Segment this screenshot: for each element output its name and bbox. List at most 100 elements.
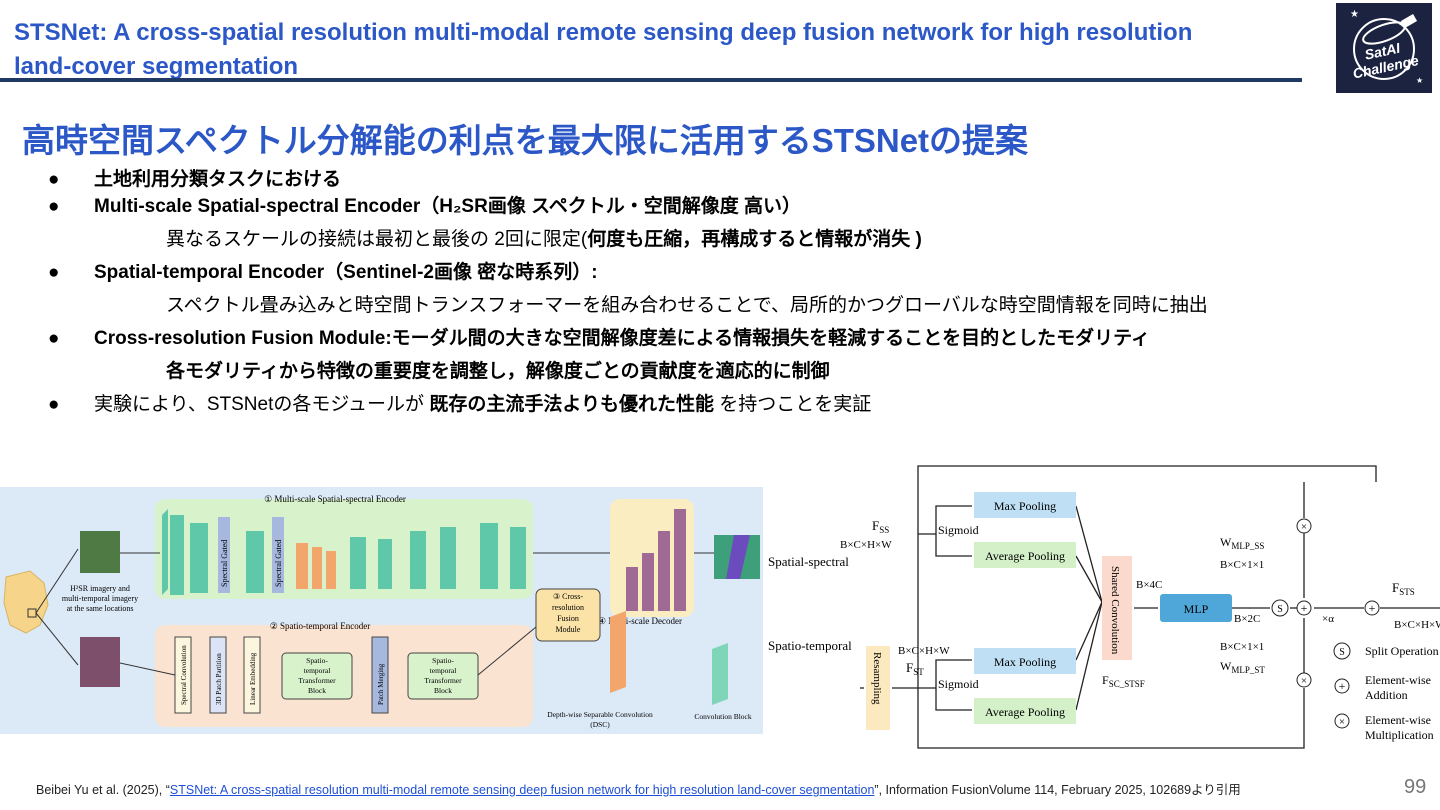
citation: Beibei Yu et al. (2025), “STSNet: A cros…	[36, 779, 1241, 798]
segmentation-output-class	[726, 535, 750, 579]
decoder-blocks	[626, 509, 686, 611]
bullet-dot: ●	[48, 262, 60, 283]
multitemporal-image	[80, 637, 120, 687]
resampling-label: Resampling	[871, 652, 883, 705]
conv-legend-icon	[712, 643, 728, 705]
citation-suffix: ”, Information FusionVolume 114, Februar…	[874, 783, 1241, 797]
bullet-2: Multi-scale Spatial-spectral Encoder（H₂S…	[94, 196, 802, 217]
b2c-label: B×2C	[1234, 613, 1260, 625]
avg-pooling-label-2: Average Pooling	[985, 705, 1065, 719]
legend-split-glyph: S	[1339, 647, 1345, 658]
bullet-5: 実験により、STSNetの各モジュールが 既存の主流手法よりも優れた性能 を持つ…	[94, 392, 871, 418]
arrow	[477, 626, 537, 676]
spectral-gated-block	[218, 517, 230, 593]
bullet-3: Spatial-temporal Encoder（Sentinel-2画像 密な…	[94, 262, 598, 283]
arrow	[35, 548, 79, 614]
input-map	[3, 570, 49, 634]
bullet-4: Cross-resolution Fusion Module:モーダル間の大きな…	[94, 326, 1150, 352]
addition-glyph-out: +	[1369, 601, 1376, 615]
patch-merging-block	[371, 636, 389, 714]
linear-embedding-block	[243, 636, 261, 714]
section-heading: 高時空間スペクトル分解能の利点を最大限に活用するSTSNetの提案	[22, 122, 1029, 159]
max-pooling-label: Max Pooling	[994, 499, 1056, 513]
addition-glyph: +	[1301, 601, 1308, 615]
decoder-label: ④ Multi-scale Decoder	[598, 616, 682, 626]
addition-icon	[1296, 600, 1312, 616]
encoder1-label: ① Multi-scale Spatial-spectral Encoder	[264, 494, 406, 504]
patch-merging-label: Patch Merging	[377, 663, 385, 705]
wmlp-ss-dim: B×C×1×1	[1220, 559, 1264, 571]
avg-pooling-box	[974, 542, 1076, 568]
satai-logo: ★ ★ SatAI Challenge	[1336, 3, 1432, 93]
mlp-label: MLP	[1184, 602, 1209, 616]
bullet-5-bold: 既存の主流手法よりも優れた性能	[429, 394, 714, 415]
legend-mult-icon	[1334, 713, 1350, 729]
header-divider	[0, 78, 1302, 82]
linear-embedding-label: Linear Embedding	[249, 652, 257, 705]
h2sr-image	[80, 531, 120, 573]
spatio-temporal-label: Spatio-temporal	[768, 638, 852, 653]
svg-text:★: ★	[1350, 9, 1359, 20]
legend-add-icon	[1334, 678, 1350, 694]
conv-blocks	[162, 509, 526, 595]
bullet-1: 土地利用分類タスクにおける	[94, 169, 342, 190]
sigmoid-label-top: Sigmoid	[938, 523, 979, 537]
spectral-gated-label: Spectral Gated	[274, 540, 283, 587]
max-pooling-box	[974, 492, 1076, 518]
addition-icon-out	[1364, 600, 1380, 616]
spatial-spectral-encoder	[155, 499, 533, 599]
fss-label: FSS	[872, 518, 889, 535]
fsts-label: FSTS	[1392, 580, 1415, 597]
legend-split-icon	[1333, 642, 1351, 660]
fst-dim: B×C×H×W	[898, 645, 950, 657]
patch-partition-block	[209, 636, 227, 714]
multiply-icon-top	[1296, 518, 1312, 534]
logo-graphic: ★ ★	[1350, 9, 1423, 85]
wmlp-st-dim: B×C×1×1	[1220, 641, 1264, 653]
legend-split-label: Split Operation	[1365, 644, 1439, 658]
spectral-conv-label: Spectral Convolution	[180, 645, 188, 705]
bullet-5-plain: 実験により、STSNetの各モジュールが	[94, 394, 430, 415]
bullet-2-sub: 異なるスケールの接続は最初と最後の 2回に限定(何度も圧縮，再構成すると情報が消…	[166, 227, 922, 253]
bullet-4-label: Cross-resolution Fusion Module:	[94, 328, 392, 349]
arrow	[35, 612, 79, 666]
max-pooling-label-2: Max Pooling	[994, 655, 1056, 669]
wmlp-ss-label: WMLP_SS	[1220, 535, 1264, 551]
encoder2-label: ② Spatio-temporal Encoder	[270, 621, 371, 631]
fusion-module-figure: FSS B×C×H×W Spatial-spectral Spatio-temp…	[768, 465, 1440, 749]
multiply-glyph-top: ×	[1301, 521, 1307, 533]
alpha-label: ×α	[1322, 613, 1334, 625]
bullet-4-sub: 各モダリティから特徴の重要度を調整し，解像度ごとの貢献度を適応的に制御	[166, 361, 830, 382]
paper-link[interactable]: STSNet: A cross-spatial resolution multi…	[169, 783, 875, 797]
bullet-2-sub-bold: 何度も圧縮，再構成すると情報が消失 )	[587, 229, 922, 250]
multiply-glyph-bottom: ×	[1301, 675, 1307, 687]
svg-text:★: ★	[1416, 76, 1423, 85]
max-pooling-box-2	[974, 648, 1076, 674]
transformer-block	[281, 652, 353, 700]
citation-prefix: Beibei Yu et al. (2025), “	[36, 783, 170, 797]
slide-title: STSNet: A cross-spatial resolution multi…	[14, 19, 1193, 80]
avg-pooling-label: Average Pooling	[985, 549, 1065, 563]
bullet-dot: ●	[48, 394, 60, 415]
mlp-box	[1160, 594, 1232, 622]
arrow	[119, 662, 176, 676]
dsc-legend-icon	[610, 611, 626, 693]
wmlp-st-label: WMLP_ST	[1220, 659, 1265, 675]
conv-legend-label: Convolution Block	[694, 712, 752, 721]
dsc-blocks	[296, 543, 336, 589]
patch-partition-label: 3D Patch Partition	[215, 653, 223, 705]
bullet-dot: ●	[48, 196, 60, 217]
output-dim: B×C×H×W	[1394, 619, 1440, 631]
fusion-lines	[860, 465, 1440, 749]
split-op-glyph: S	[1277, 604, 1283, 615]
split-op-icon	[1271, 599, 1289, 617]
fss-dim: B×C×H×W	[840, 539, 892, 551]
resampling-box	[866, 646, 890, 730]
spectral-gated-label: Spectral Gated	[220, 540, 229, 587]
